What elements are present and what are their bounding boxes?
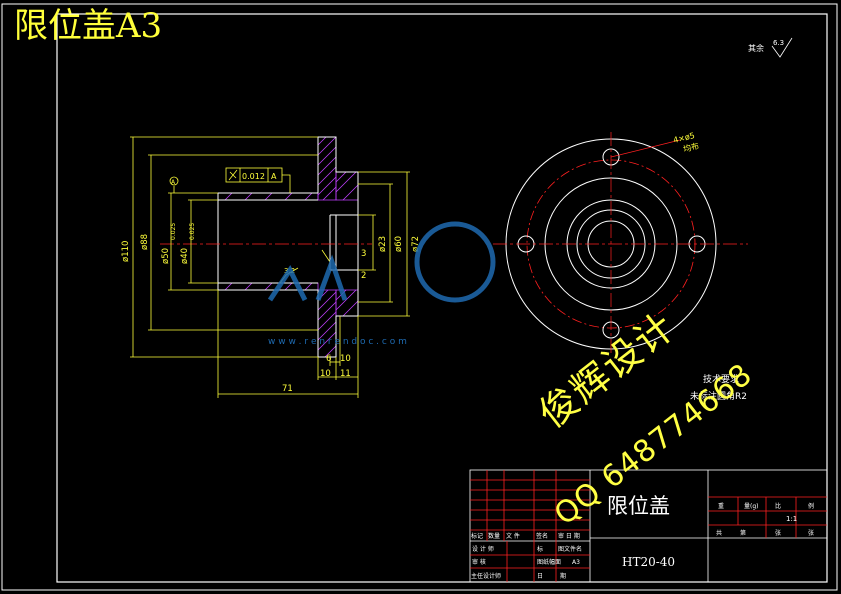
hole-note: 4×ø5 均布 <box>672 131 700 154</box>
tb-mid-day: 日 <box>537 573 543 580</box>
tb-role-review: 审 核 <box>472 558 486 566</box>
tech-req-title: 技术要求 <box>703 373 739 385</box>
tb-weight-a: 重 <box>718 502 724 510</box>
dim-d40: ø40 <box>180 248 190 264</box>
tb-row-qty: 数量 <box>488 532 500 540</box>
watermark-logo <box>267 221 496 303</box>
dim-11: 11 <box>340 369 351 379</box>
dim-d50-tol: 0.025 <box>170 223 177 240</box>
dim-d50: ø50 <box>161 248 171 264</box>
drawing-title: 限位盖A3 <box>14 6 163 46</box>
tech-req-fillet: 未标注圆角R2 <box>690 390 747 402</box>
tb-row-doc: 文 件 <box>506 532 520 540</box>
section-view: ø110 ø88 ø50 0.025 ø40 0.025 ø23 ø60 ø72… <box>121 136 421 398</box>
roughness-symbol-general: 其余 6.3 <box>748 37 793 58</box>
title-block-text: 标记 数量 文 件 签名 审 日 期 设 计 师 审 核 主任设计师 标 图文件… <box>471 494 814 580</box>
tb-mid-mark: 标 <box>537 545 543 553</box>
datum-label: A <box>171 179 176 186</box>
tb-role-designer: 设 计 师 <box>472 545 494 553</box>
tb-row-sign: 签名 <box>536 532 548 540</box>
tb-scale-b: 例 <box>808 502 814 510</box>
watermark-site: w w w . r e n r e n d o c . c o m <box>268 337 407 347</box>
dim-10b: 10 <box>320 369 331 379</box>
tb-scale-value: 1:1 <box>786 515 797 523</box>
tb-mid-file: 图文件名 <box>558 545 582 553</box>
roughness-label: 其余 <box>748 43 764 53</box>
hole-note-even: 均布 <box>682 140 700 154</box>
section-hatch <box>217 136 359 358</box>
tb-material: HT20-40 <box>622 555 675 569</box>
dim-d23: ø23 <box>378 236 388 252</box>
tb-mid-a3: A3 <box>572 559 580 566</box>
gdt-symbol-icon <box>228 169 238 181</box>
tb-row-mark: 标记 <box>471 532 483 540</box>
dim-6: 6 <box>326 354 331 364</box>
tb-mid-size: 图纸幅面 <box>537 558 561 566</box>
front-view <box>493 132 748 356</box>
dim-d88: ø88 <box>140 234 150 250</box>
technical-requirements: 技术要求 未标注圆角R2 <box>690 373 747 402</box>
section-dimensions <box>130 136 410 398</box>
inner-frame <box>56 13 828 583</box>
outer-frame <box>1 3 838 591</box>
title-block <box>469 469 828 583</box>
tb-scale-a: 比 <box>775 502 781 510</box>
dim-10a: 10 <box>340 354 351 364</box>
hole-leader <box>610 139 681 158</box>
tb-sheet-unit: 张 <box>808 529 814 537</box>
dim-d72: ø72 <box>411 236 421 252</box>
tb-role-chief: 主任设计师 <box>471 572 501 580</box>
tb-weight-b: 量(g) <box>744 503 759 510</box>
dim-d40-tol: 0.025 <box>189 223 196 240</box>
gdt-datum: A <box>271 172 277 181</box>
tb-sheets-total: 共 <box>716 529 722 537</box>
tb-sheets-unit: 张 <box>775 529 781 537</box>
tb-sheet-no: 第 <box>740 529 746 537</box>
dim-d110: ø110 <box>121 241 131 262</box>
dim-d60: ø60 <box>394 236 404 252</box>
tb-part-name: 限位盖 <box>607 494 670 518</box>
gdt-value: 0.012 <box>242 172 265 181</box>
tb-mid-period: 期 <box>560 572 566 580</box>
dim-2: 2 <box>361 271 366 281</box>
section-outline <box>217 136 359 358</box>
tb-row-date: 审 日 期 <box>558 532 580 540</box>
dim-71: 71 <box>282 384 293 394</box>
dim-3: 3 <box>361 249 366 259</box>
roughness-value: 6.3 <box>773 39 784 47</box>
